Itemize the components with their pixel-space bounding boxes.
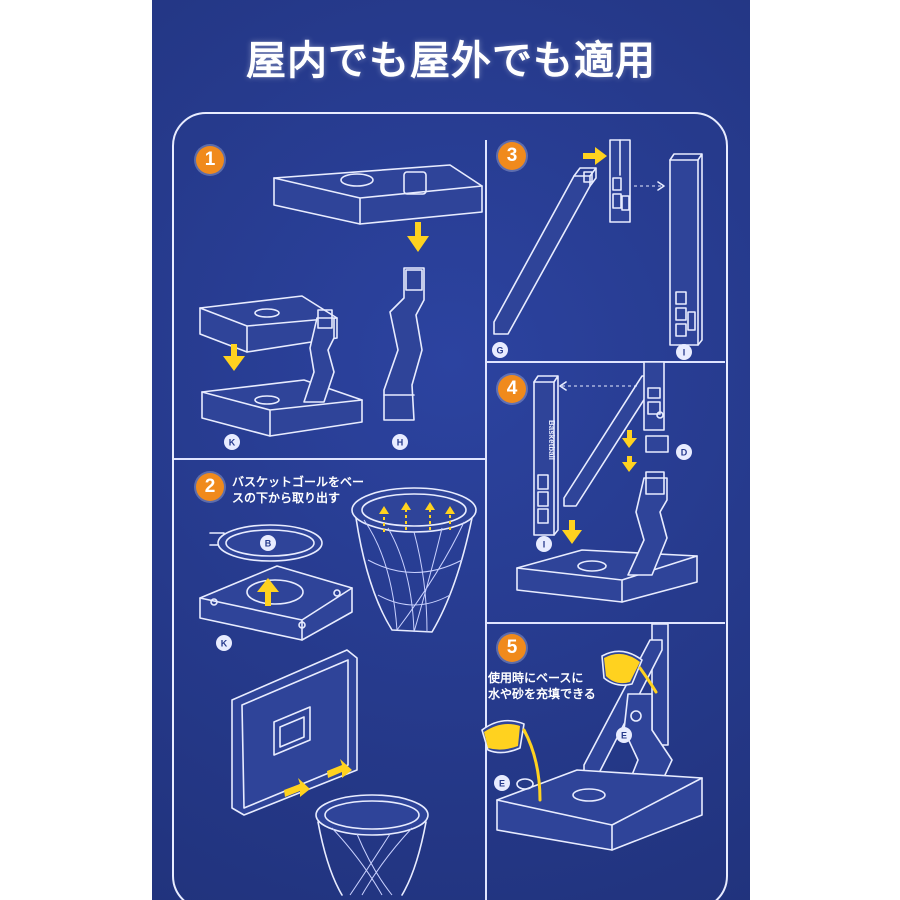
svg-text:H: H — [397, 438, 404, 448]
poster-title: 屋内でも屋外でも適用 — [246, 38, 656, 84]
label-i1: I — [676, 344, 692, 360]
pole-text: Basketball — [547, 420, 556, 460]
svg-text:K: K — [229, 438, 236, 448]
step1-left-arrow — [223, 344, 245, 371]
step4-arrows — [562, 430, 637, 544]
step3-pole-joint — [609, 139, 665, 223]
label-d: D — [676, 444, 692, 460]
svg-text:D: D — [681, 448, 688, 458]
svg-text:G: G — [496, 346, 503, 356]
step2-net — [351, 487, 477, 633]
step1-base-k-assembled — [201, 309, 363, 437]
vertical-divider — [485, 140, 487, 900]
step-2-caption: バスケットゴールをベー スの下から取り出す — [232, 475, 365, 505]
horizontal-divider-right-1 — [487, 361, 725, 363]
step1-base-k-top — [199, 295, 338, 353]
step-3-badge: 3 — [498, 142, 526, 170]
step4-arm — [559, 361, 665, 507]
step2-base-k — [199, 565, 353, 641]
step5-right-pour — [601, 650, 658, 694]
steps-frame — [172, 112, 728, 900]
label-k2: K — [216, 635, 232, 651]
label-k1: K — [224, 434, 240, 450]
step3-arm-g — [493, 167, 597, 335]
step5-left-pour — [481, 719, 542, 802]
step-5-caption: 使用時にベースに 水や砂を充填できる — [488, 671, 596, 701]
step1-base-top — [273, 164, 483, 225]
label-h: H — [392, 434, 408, 450]
label-g: G — [492, 342, 508, 358]
step4-pole-i — [533, 375, 559, 536]
step2-backboard — [231, 649, 429, 896]
horizontal-divider-left — [174, 458, 485, 460]
assembly-illustrations: K H B K G I D I E E Basketball — [199, 139, 703, 896]
step-2-badge: 2 — [196, 473, 224, 501]
svg-text:K: K — [221, 639, 228, 649]
step-5-badge: 5 — [498, 634, 526, 662]
svg-text:E: E — [621, 731, 627, 741]
label-e2: E — [494, 775, 510, 791]
horizontal-divider-right-2 — [487, 622, 725, 624]
instruction-poster: 屋内でも屋外でも適用 — [152, 0, 750, 900]
step-4-badge: 4 — [498, 375, 526, 403]
step4-base-assembled — [516, 471, 698, 603]
svg-text:I: I — [683, 348, 686, 358]
step1-down-arrow — [407, 222, 429, 252]
label-i2: I — [536, 536, 552, 552]
step-1-badge: 1 — [196, 146, 224, 174]
step3-pole-i — [669, 153, 703, 346]
step3-right-arrow — [583, 147, 607, 165]
svg-text:I: I — [543, 540, 546, 550]
label-e1: E — [616, 727, 632, 743]
svg-text:B: B — [265, 539, 272, 549]
svg-text:E: E — [499, 779, 505, 789]
label-b: B — [260, 535, 276, 551]
step1-pole-h — [383, 267, 425, 421]
step4-connector-d — [645, 435, 669, 453]
